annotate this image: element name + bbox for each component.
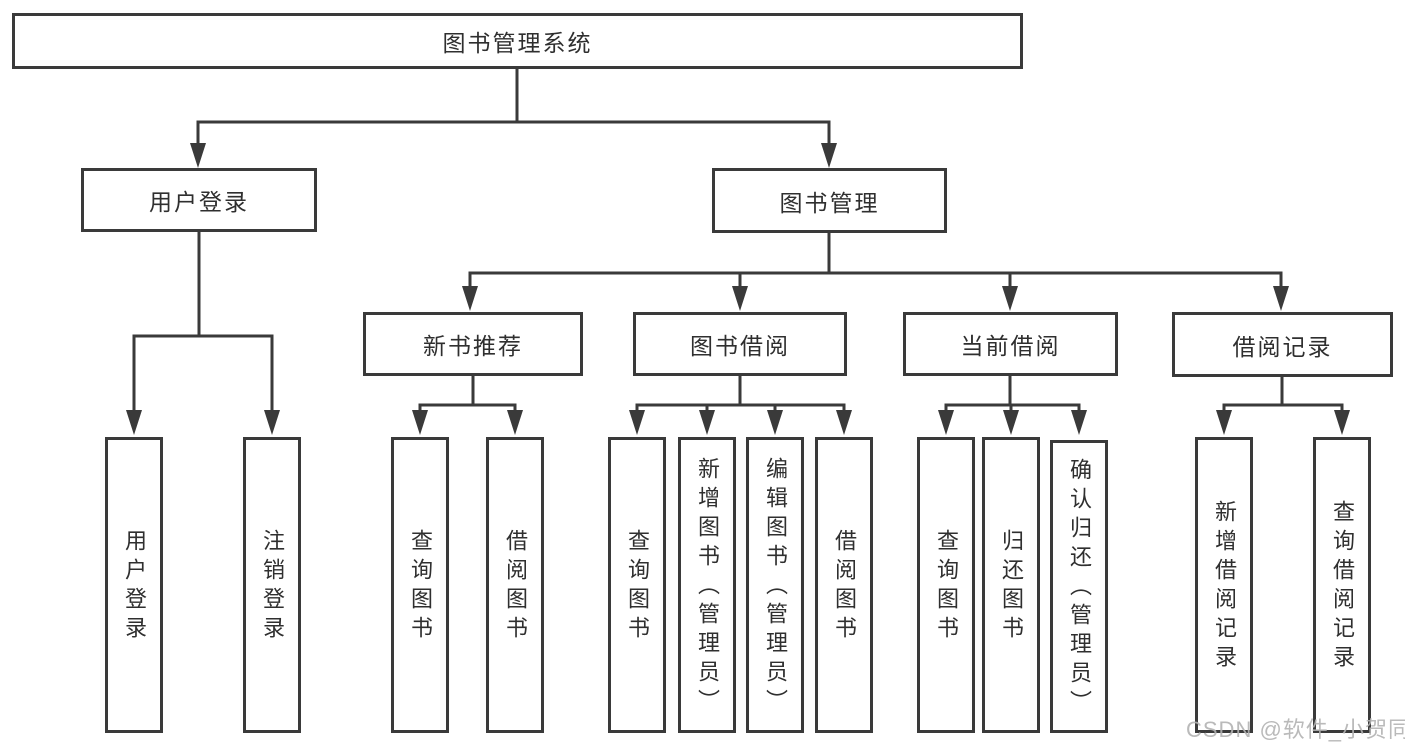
node-current-borrowing: 当前借阅 xyxy=(903,312,1118,376)
leaf-query-books-recommend: 查询图书 xyxy=(391,437,449,733)
node-book-borrowing: 图书借阅 xyxy=(633,312,847,376)
leaf-edit-book-admin: 编辑图书（管理员） xyxy=(746,437,804,733)
leaf-borrow-books: 借阅图书 xyxy=(815,437,873,733)
node-borrowing-records: 借阅记录 xyxy=(1172,312,1393,377)
node-user-login: 用户登录 xyxy=(81,168,317,232)
leaf-query-books-current: 查询图书 xyxy=(917,437,975,733)
leaf-query-books-borrow: 查询图书 xyxy=(608,437,666,733)
csdn-watermark: CSDN @软件_小贺同学 xyxy=(1186,717,1405,742)
leaf-add-book-admin: 新增图书（管理员） xyxy=(678,437,736,733)
leaf-borrow-books-recommend: 借阅图书 xyxy=(486,437,544,733)
leaf-return-book: 归还图书 xyxy=(982,437,1040,733)
node-new-book-recommend: 新书推荐 xyxy=(363,312,583,376)
leaf-logout: 注销登录 xyxy=(243,437,301,733)
node-book-management: 图书管理 xyxy=(712,168,947,233)
leaf-add-borrow-record: 新增借阅记录 xyxy=(1195,437,1253,733)
leaf-query-borrow-record: 查询借阅记录 xyxy=(1313,437,1371,733)
tree-branch-lines xyxy=(132,69,1344,412)
node-root-system: 图书管理系统 xyxy=(12,13,1023,69)
arrowhead-icons xyxy=(126,143,1350,435)
leaf-confirm-return-admin: 确认归还（管理员） xyxy=(1050,440,1108,733)
leaf-user-login: 用户登录 xyxy=(105,437,163,733)
